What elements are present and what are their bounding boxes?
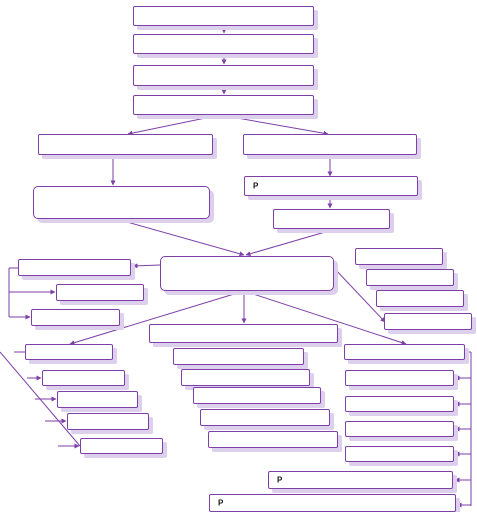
left-group-item-1 (42, 370, 125, 386)
right-branch-item-1-label: P (253, 181, 259, 191)
left-group-item-2 (57, 391, 138, 408)
right-group-header (344, 344, 465, 360)
bottom-item-b: P (209, 494, 456, 512)
hub-right-stack-1 (355, 248, 443, 265)
hub-left-child-1 (18, 259, 131, 276)
right-group-item-4 (345, 446, 454, 462)
bottom-item-a-label: P (277, 475, 283, 485)
right-branch-item-1: P (244, 176, 418, 196)
top-node-3 (133, 65, 314, 86)
hub-left-child-3 (31, 309, 120, 326)
hub-right-stack-3 (376, 290, 464, 307)
top-node-4 (133, 95, 314, 115)
connector-left-to-hub (119, 219, 245, 257)
right-group-item-1 (345, 370, 454, 386)
bottom-item-b-label: P (218, 498, 224, 508)
connector-hub-right (333, 267, 386, 323)
left-group-header (25, 344, 113, 360)
center-group-item-4 (200, 409, 330, 426)
connector-hub-to-left-group (69, 290, 245, 346)
connector-hub-to-right-group (243, 290, 407, 345)
hub-node (160, 256, 334, 291)
top-node-2 (133, 34, 314, 54)
hub-left-child-2 (56, 284, 144, 301)
right-branch-node (243, 134, 417, 155)
center-group-item-5 (208, 431, 338, 448)
top-node-1 (133, 6, 314, 26)
right-branch-item-2 (273, 209, 390, 229)
connector-hub-left (132, 263, 161, 269)
connector-4-right (219, 114, 329, 136)
bottom-item-a: P (268, 471, 453, 489)
center-group-item-3 (193, 387, 321, 404)
hub-right-stack-4 (384, 313, 472, 330)
left-branch-detail (33, 186, 210, 219)
center-group-item-1 (173, 348, 304, 365)
center-group-item-2 (181, 369, 310, 386)
right-group-item-2 (345, 396, 454, 412)
connector-right-to-hub (245, 229, 333, 257)
center-group-header (149, 324, 338, 343)
hub-right-stack-2 (366, 269, 454, 286)
left-branch-node (38, 134, 213, 155)
right-group-item-3 (345, 421, 454, 437)
connector-4-left (127, 114, 221, 136)
left-group-item-3 (67, 413, 149, 430)
left-group-item-4 (80, 438, 163, 454)
